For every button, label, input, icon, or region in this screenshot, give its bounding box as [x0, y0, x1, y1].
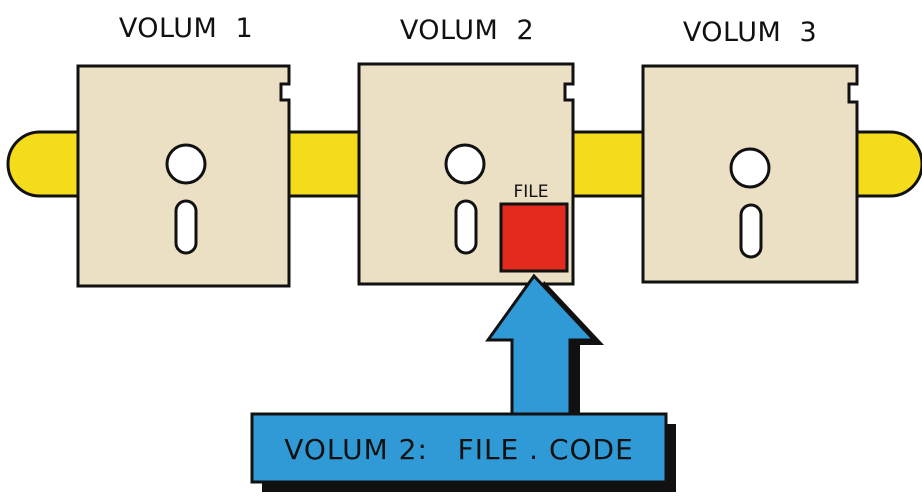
disk-3-hub-hole: [731, 149, 769, 187]
file-block: [501, 204, 567, 271]
disk-2-hub-hole: [446, 145, 484, 183]
volume-1-label: VOLUM 1: [119, 13, 253, 44]
path-label: VOLUM 2: FILE . CODE: [284, 433, 634, 466]
disk-1-hub-hole: [167, 145, 205, 183]
volume-3-label: VOLUM 3: [683, 17, 817, 48]
volume-2-label: VOLUM 2: [400, 15, 534, 46]
disk-3-index-slot: [741, 205, 761, 257]
disk-1-index-slot: [176, 201, 196, 253]
disk-2-index-slot: [456, 201, 476, 253]
floppy-disk-1: [78, 66, 289, 286]
floppy-disk-2: FILE: [359, 64, 573, 284]
file-label: FILE: [513, 182, 548, 202]
floppy-disk-3: [643, 66, 857, 282]
